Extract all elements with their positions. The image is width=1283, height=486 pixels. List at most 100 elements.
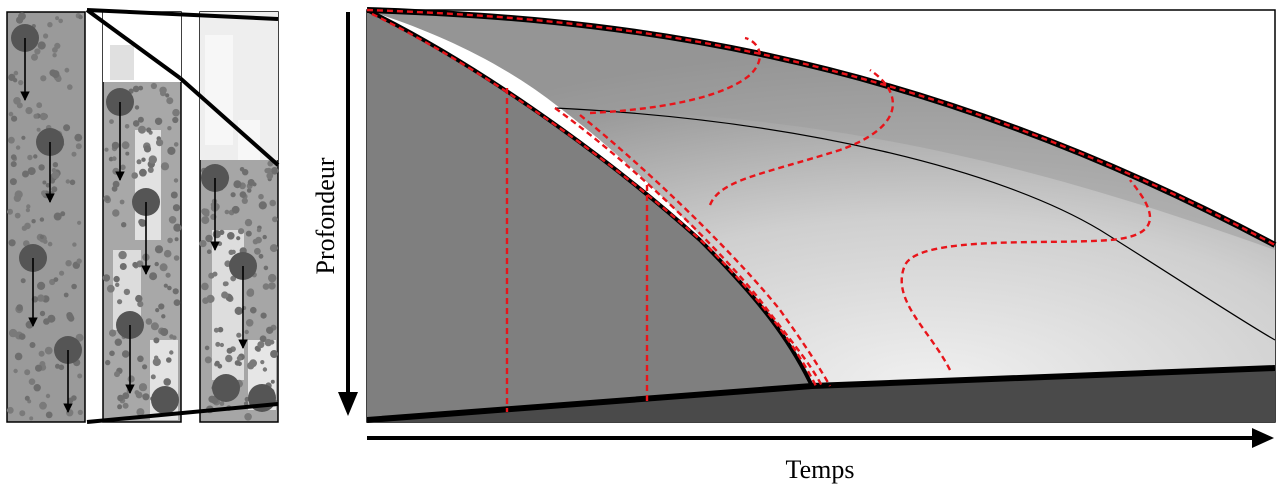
particle — [165, 93, 169, 97]
particle — [229, 250, 234, 255]
particle — [270, 340, 275, 345]
particle — [224, 281, 229, 286]
particle — [171, 192, 178, 199]
particle — [255, 237, 262, 244]
particle — [246, 319, 254, 327]
particle — [167, 238, 173, 244]
particle — [109, 119, 114, 124]
particle — [13, 369, 17, 373]
particle — [30, 342, 36, 348]
particle — [19, 333, 26, 340]
particle — [135, 105, 139, 109]
particle — [151, 322, 159, 330]
particle — [105, 360, 110, 365]
particle — [155, 118, 162, 125]
particle — [74, 134, 82, 142]
particle — [112, 209, 119, 216]
particle — [51, 186, 57, 192]
particle — [115, 283, 119, 287]
particle — [47, 22, 52, 27]
particle — [42, 181, 46, 185]
particle — [47, 315, 55, 323]
particle — [138, 126, 146, 134]
particle — [35, 365, 42, 372]
particle — [60, 211, 65, 216]
particle — [112, 168, 119, 175]
particle — [146, 318, 153, 325]
particle — [254, 248, 261, 255]
particle — [205, 235, 212, 242]
particle — [113, 181, 120, 188]
particle — [76, 143, 82, 149]
particle — [227, 232, 235, 240]
particle — [175, 237, 179, 241]
particle — [39, 402, 47, 410]
particle — [124, 289, 130, 295]
particle — [199, 240, 206, 247]
particle — [271, 245, 275, 249]
particle — [128, 375, 135, 382]
particle — [232, 206, 240, 214]
particle — [21, 278, 26, 283]
particle — [72, 152, 77, 157]
particle — [31, 219, 35, 223]
particle — [63, 124, 70, 131]
particle — [109, 330, 116, 337]
particle — [258, 194, 264, 200]
particle — [270, 350, 278, 358]
particle — [264, 168, 269, 173]
particle — [201, 283, 209, 291]
particle — [268, 282, 275, 289]
particle — [174, 299, 181, 306]
particle — [174, 178, 178, 182]
particle — [201, 208, 207, 214]
particle — [246, 231, 252, 237]
particle — [137, 159, 142, 164]
particle — [136, 392, 143, 399]
particle — [207, 249, 212, 254]
particle — [36, 102, 42, 108]
particle — [155, 245, 163, 253]
particle — [146, 127, 151, 132]
particle — [214, 328, 219, 333]
particle — [266, 327, 273, 334]
particle — [19, 410, 25, 416]
particle — [169, 216, 177, 224]
particle — [237, 356, 242, 361]
particle — [107, 285, 115, 293]
particle — [166, 97, 173, 104]
particle — [215, 361, 220, 366]
particle — [29, 416, 33, 420]
particle — [221, 291, 228, 298]
particle — [173, 204, 180, 211]
sediment-column-1 — [7, 12, 85, 422]
particle — [172, 109, 180, 117]
particle — [59, 271, 64, 276]
depth-time-plot — [367, 10, 1275, 422]
particle — [41, 190, 47, 196]
particle — [67, 313, 74, 320]
particle — [151, 83, 157, 89]
particle — [245, 330, 249, 334]
particle — [137, 356, 144, 363]
particle — [163, 378, 171, 386]
particle — [240, 191, 247, 198]
particle — [65, 68, 70, 73]
particle — [77, 221, 81, 225]
particle — [213, 272, 218, 277]
particle — [139, 383, 147, 391]
particle — [156, 139, 163, 146]
particle — [37, 282, 45, 290]
particle — [72, 242, 76, 246]
particle — [161, 329, 165, 333]
particle — [260, 360, 264, 364]
particle — [117, 404, 122, 409]
particle — [48, 242, 53, 247]
particle — [40, 75, 46, 81]
particle — [142, 393, 149, 400]
particle — [138, 219, 144, 225]
particle — [125, 124, 130, 129]
particle — [236, 333, 241, 338]
particle — [219, 230, 224, 235]
particle — [31, 54, 38, 61]
